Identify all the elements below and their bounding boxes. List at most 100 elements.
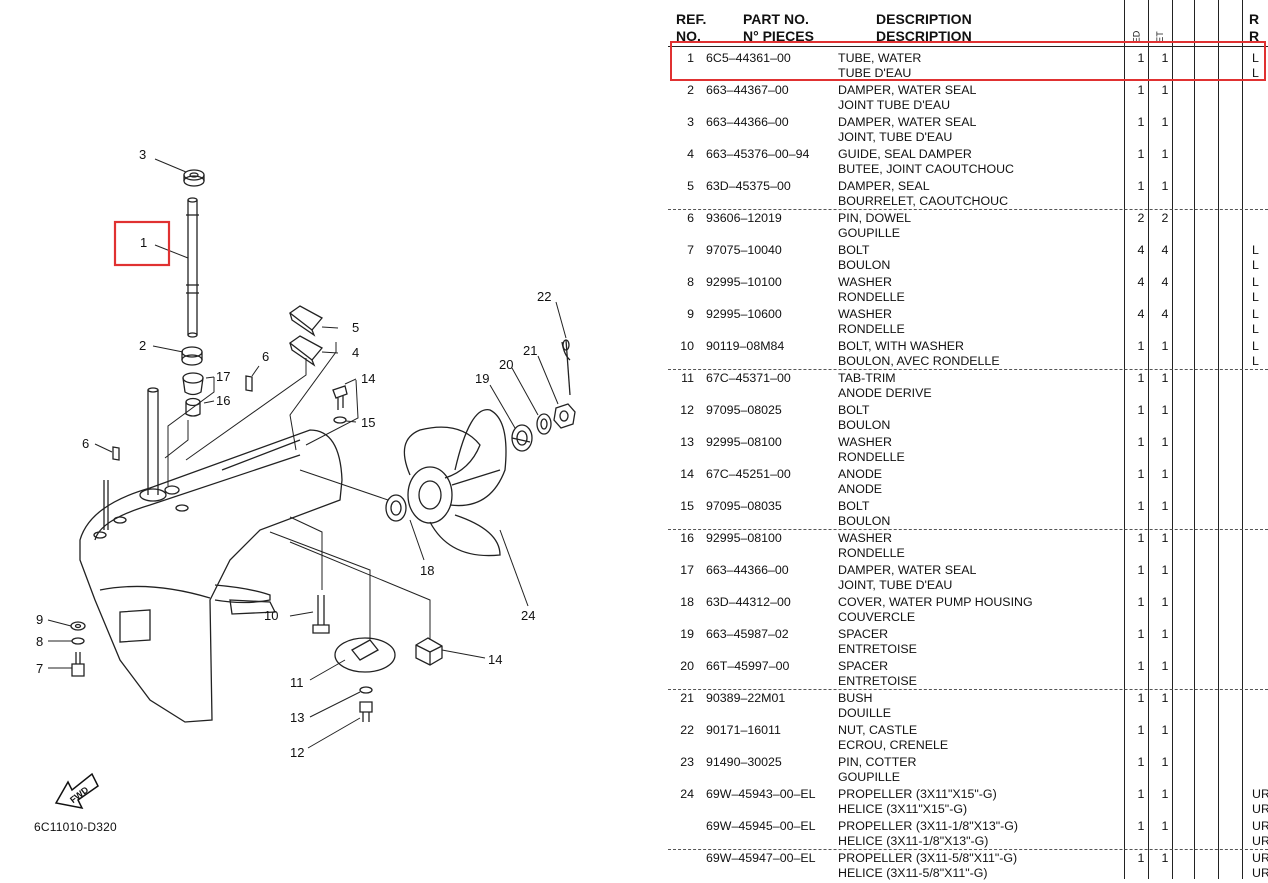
header-ref-line1: REF. bbox=[676, 11, 707, 27]
row-qty-ed: 1 bbox=[1137, 467, 1145, 481]
row-remark-1: L bbox=[1252, 243, 1259, 257]
callout-13: 13 bbox=[290, 710, 304, 725]
row-qty-ed: 1 bbox=[1137, 147, 1145, 161]
row-qty-ed: 1 bbox=[1137, 115, 1145, 129]
row-description-en: PROPELLER (3X11-5/8"X11"-G) bbox=[838, 851, 1018, 865]
row-part-number: 663–44366–00 bbox=[706, 115, 789, 129]
callout-16: 15 bbox=[361, 415, 375, 430]
row-description-fr: TUBE D'EAU bbox=[838, 65, 912, 80]
row-qty-et: 1 bbox=[1161, 531, 1169, 545]
row-qty-et: 1 bbox=[1161, 435, 1169, 449]
callout-6-left: 6 bbox=[82, 436, 89, 451]
row-qty-ed: 1 bbox=[1137, 51, 1145, 65]
row-remark-2: L bbox=[1252, 65, 1259, 80]
row-description-en: BOLT bbox=[838, 243, 870, 257]
group-separator bbox=[668, 849, 1268, 850]
row-qty-ed: 1 bbox=[1137, 659, 1145, 673]
callout-15: 14 bbox=[361, 371, 375, 386]
row-part-number: 97095–08025 bbox=[706, 403, 782, 417]
row-part-number: 63D–45375–00 bbox=[706, 179, 791, 193]
header-remarks: R R bbox=[1249, 11, 1259, 45]
part-22-castle-nut bbox=[553, 403, 576, 429]
part-10-bolt bbox=[312, 595, 330, 634]
header-desc-line2: DESCRIPTION bbox=[876, 28, 972, 44]
row-qty-ed: 1 bbox=[1137, 851, 1145, 865]
row-qty-ed: 4 bbox=[1137, 275, 1145, 289]
row-qty-et: 1 bbox=[1161, 339, 1169, 353]
callout-1-highlight bbox=[113, 220, 171, 267]
row-ref-number: 15 bbox=[680, 499, 694, 513]
row-qty-ed: 1 bbox=[1137, 179, 1145, 193]
part-9-washer bbox=[70, 621, 86, 631]
row-description-en: ANODE bbox=[838, 467, 883, 481]
row-part-number: 92995–10100 bbox=[706, 275, 782, 289]
header-part: PART NO. N° PIECES bbox=[743, 11, 814, 45]
row-description-en: SPACER bbox=[838, 659, 889, 673]
part-13-washer bbox=[359, 686, 373, 694]
row-description-fr: ECROU, CRENELE bbox=[838, 737, 949, 752]
callout-18: 17 bbox=[216, 369, 230, 384]
row-description-fr: ANODE DERIVE bbox=[838, 385, 932, 400]
part-16-washer bbox=[333, 416, 347, 424]
row-qty-et: 4 bbox=[1161, 275, 1169, 289]
callout-3: 3 bbox=[139, 147, 146, 162]
row-ref-number: 12 bbox=[680, 403, 694, 417]
row-description-en: WASHER bbox=[838, 275, 892, 289]
row-qty-et: 1 bbox=[1161, 115, 1169, 129]
row-qty-ed: 1 bbox=[1137, 339, 1145, 353]
row-qty-ed: 1 bbox=[1137, 723, 1145, 737]
row-qty-ed: 1 bbox=[1137, 755, 1145, 769]
row-part-number: 6C5–44361–00 bbox=[706, 51, 791, 65]
callout-10: 10 bbox=[264, 608, 278, 623]
row-part-number: 663–45376–00–94 bbox=[706, 147, 810, 161]
col-rule bbox=[1148, 0, 1149, 879]
row-ref-number: 16 bbox=[680, 531, 694, 545]
part-21-bush bbox=[536, 413, 552, 435]
row-qty-et: 1 bbox=[1161, 659, 1169, 673]
row-qty-et: 1 bbox=[1161, 371, 1169, 385]
callout-12: 12 bbox=[290, 745, 304, 760]
row-part-number: 90171–16011 bbox=[706, 723, 781, 737]
row-qty-ed: 2 bbox=[1137, 211, 1145, 225]
row-ref-number: 13 bbox=[680, 435, 694, 449]
header-part-line2: N° PIECES bbox=[743, 28, 814, 44]
row-description-en: GUIDE, SEAL DAMPER bbox=[838, 147, 972, 161]
callout-24: 24 bbox=[521, 608, 535, 623]
callout-4: 4 bbox=[352, 345, 359, 360]
row-qty-et: 4 bbox=[1161, 307, 1169, 321]
callout-8: 8 bbox=[36, 634, 43, 649]
callout-7: 7 bbox=[36, 661, 43, 676]
row-remark-2: UR bbox=[1252, 801, 1268, 816]
callout-1: 1 bbox=[140, 235, 147, 250]
row-ref-number: 9 bbox=[687, 307, 694, 321]
row-qty-et: 1 bbox=[1161, 595, 1169, 609]
row-description-en: PIN, DOWEL bbox=[838, 211, 911, 225]
row-description-en: COVER, WATER PUMP HOUSING bbox=[838, 595, 1033, 609]
row-ref-number: 22 bbox=[680, 723, 694, 737]
row-qty-ed: 1 bbox=[1137, 691, 1145, 705]
callout-5: 5 bbox=[352, 320, 359, 335]
row-description-en: DAMPER, WATER SEAL bbox=[838, 83, 977, 97]
row-description-en: DAMPER, SEAL bbox=[838, 179, 930, 193]
row-description-fr: JOINT, TUBE D'EAU bbox=[838, 577, 953, 592]
row-description-en: BUSH bbox=[838, 691, 873, 705]
row-qty-et: 1 bbox=[1161, 147, 1169, 161]
row-description-en: PIN, COTTER bbox=[838, 755, 917, 769]
row-description-fr: COUVERCLE bbox=[838, 609, 916, 624]
row-part-number: 63D–44312–00 bbox=[706, 595, 791, 609]
row-qty-ed: 1 bbox=[1137, 499, 1145, 513]
row-remark-1: L bbox=[1252, 51, 1259, 65]
row-qty-et: 2 bbox=[1161, 211, 1169, 225]
